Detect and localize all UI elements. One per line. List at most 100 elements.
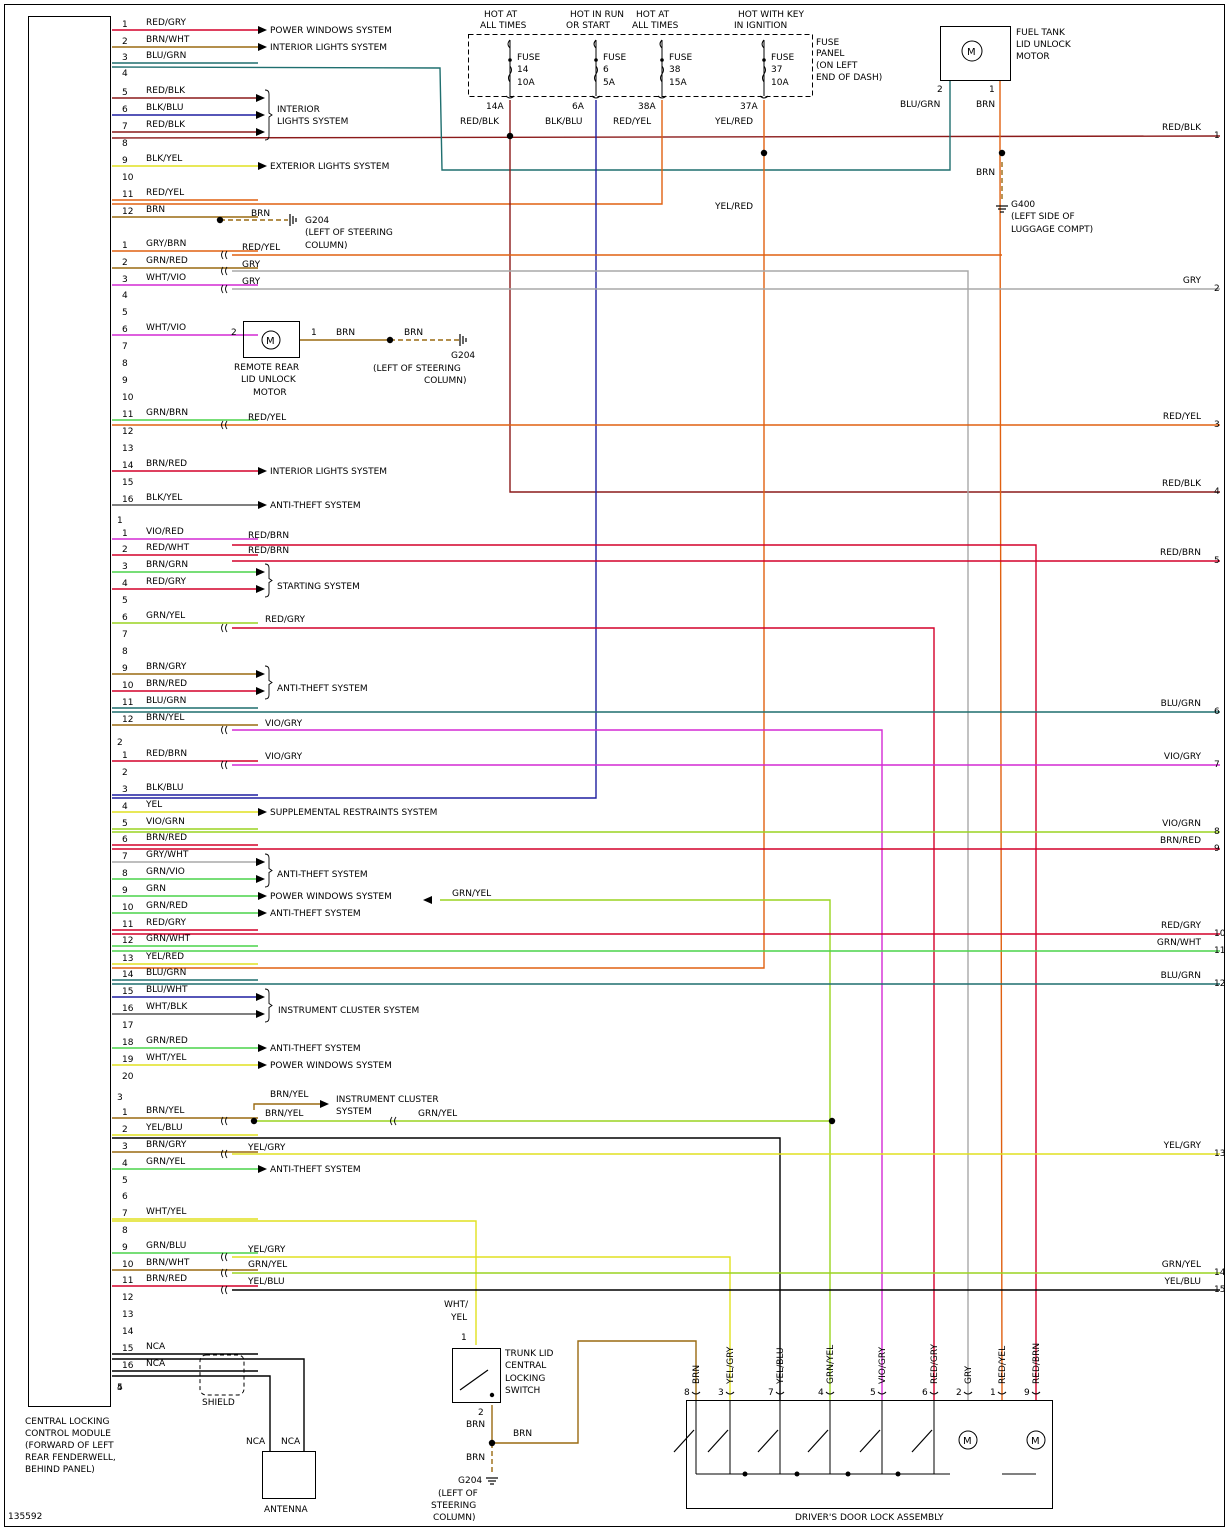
wire-nca-15 [112, 1358, 305, 1451]
pin-wire-label: BRN/GRY [146, 1140, 187, 1150]
fuse-terminal-id: 38A [638, 102, 656, 112]
wire-label: GRN/YEL [418, 1109, 457, 1119]
wire-label: YEL/BLU [247, 1277, 285, 1287]
pin-arrow-head [258, 43, 267, 51]
door-pin-number: 6 [922, 1388, 928, 1398]
pin-wire-label: BRN/RED [146, 459, 187, 469]
pin-wire-label: BLU/GRN [146, 968, 186, 978]
rear-motor-label-3: MOTOR [253, 388, 287, 398]
pin-number: 2 [122, 545, 128, 555]
pin-number: 10 [122, 903, 134, 913]
trunk-switch-contact [489, 1392, 495, 1398]
fuse-panel-label-4: END OF DASH) [816, 73, 882, 83]
pin-wire-label: BRN [146, 205, 165, 215]
trunk-switch-label-3: LOCKING [505, 1374, 545, 1384]
group-arrow-head [256, 687, 265, 695]
trunk-switch-box [452, 1348, 501, 1403]
pin-number: 11 [122, 410, 133, 420]
pin-wire-label: BRN/RED [146, 1274, 187, 1284]
pin-number: 12 [122, 936, 133, 946]
splice-trunk-brn [488, 1439, 496, 1447]
pin-number: 3 [122, 275, 128, 285]
inline-connector-bubble [390, 1116, 397, 1126]
pin-arrow-head [258, 909, 267, 917]
door-pin-wire-label: GRN/YEL [826, 1345, 836, 1384]
pin-wire-label: GRN [146, 884, 166, 894]
group-arrow-head [256, 858, 265, 866]
fuse-name: FUSE [603, 53, 626, 63]
pin-wire-label: BRN/YEL [146, 713, 184, 723]
wire-label: BLK/BLU [545, 117, 582, 127]
door-pin-terminal [691, 1391, 701, 1395]
wire-label: YEL/GRY [247, 1143, 286, 1153]
fuel-ground-1: G400 [1011, 200, 1035, 210]
fuse-panel-label-1: FUSE [816, 38, 839, 48]
fuse-name: FUSE [517, 53, 540, 63]
wire-yel-blu-door7 [112, 1137, 781, 1400]
pin-number: 2 [122, 258, 128, 268]
trunk-switch-wire-in-1: WHT/ [444, 1300, 469, 1310]
right-wire-number: 9 [1214, 844, 1220, 854]
rear-motor-wire: BRN [336, 328, 355, 338]
door-pin-number: 9 [1024, 1388, 1030, 1398]
door-assembly-label: DRIVER'S DOOR LOCK ASSEMBLY [795, 1513, 944, 1523]
group-arrow-head [256, 568, 265, 576]
door-pin-wire-label: RED/BRN [1032, 1343, 1042, 1384]
pin-number: 8 [122, 869, 128, 879]
wire-label: VIO/GRY [265, 752, 303, 762]
door-switch-blade [673, 1429, 695, 1453]
pin-number: 15 [122, 987, 133, 997]
wire-label: RED/BLK [460, 117, 500, 127]
inline-connector-bubble [221, 725, 228, 735]
pin-number: 16 [122, 1004, 134, 1014]
wire-blu-grn-fuel [111, 66, 951, 171]
fuse-terminal [759, 95, 769, 99]
pin-wire-label: GRN/RED [146, 1036, 188, 1046]
trunk-switch-wire-out2: BRN [466, 1453, 485, 1463]
group-bracket [264, 563, 273, 598]
pin-number: 7 [122, 122, 128, 132]
pin-number: 13 [122, 954, 133, 964]
trunk-ground-2: (LEFT OF [438, 1489, 478, 1499]
right-wire-number: 11 [1214, 946, 1225, 956]
pin-arrow-head [258, 501, 267, 509]
pin-number: 12 [122, 1293, 133, 1303]
inline-connector-bubble [221, 266, 228, 276]
right-wire-number: 6 [1214, 707, 1220, 717]
group-arrow-head [256, 111, 265, 119]
pin-number: 9 [122, 1243, 128, 1253]
pin-wire-label: BRN/RED [146, 833, 187, 843]
splice-yel-red [760, 149, 768, 157]
pin-number: 7 [122, 1209, 128, 1219]
pin-arrow-head [258, 808, 267, 816]
right-wire-label: BLU/GRN [1161, 699, 1201, 709]
right-wire-label: VIO/GRN [1162, 819, 1201, 829]
instrument-cluster-label-2: SYSTEM [336, 1107, 372, 1117]
inline-connector-bubble [221, 1268, 228, 1278]
connector-number-5: 5 [117, 1383, 123, 1393]
fuse-number: 37 [771, 65, 782, 75]
wire-brn-yel-up [253, 1103, 320, 1110]
pin-arrow-head [258, 892, 267, 900]
brn-yel-up-label: BRN/YEL [270, 1090, 308, 1100]
pin-number: 6 [122, 325, 128, 335]
pin-wire-label: WHT/YEL [146, 1207, 186, 1217]
fuse-point [660, 58, 664, 62]
connector-number-2: 2 [117, 738, 123, 748]
pin-wire-label: GRN/RED [146, 256, 188, 266]
pin-target-label: INTERIOR LIGHTS SYSTEM [270, 467, 387, 477]
fuse-rating: 10A [771, 78, 789, 88]
pin-target-label: EXTERIOR LIGHTS SYSTEM [270, 162, 389, 172]
pin-wire-label: GRY/WHT [146, 850, 189, 860]
pin-target-label: ANTI-THEFT SYSTEM [270, 1044, 361, 1054]
right-wire-number: 10 [1214, 929, 1226, 939]
door-motor-icon [958, 1430, 978, 1450]
pin-number: 9 [122, 156, 128, 166]
wire-blk-blu-fuse6 [112, 100, 597, 799]
pin-number: 5 [122, 819, 128, 829]
door-switch-blade [859, 1429, 881, 1453]
right-wire-number: 5 [1214, 556, 1220, 566]
pin-number: 10 [122, 1260, 134, 1270]
